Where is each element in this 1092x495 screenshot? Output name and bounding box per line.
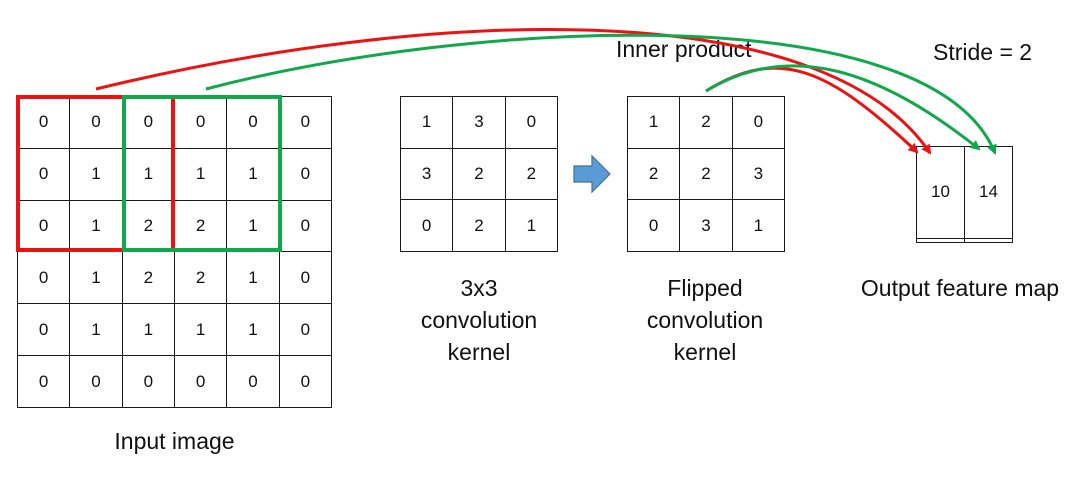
output-cell: 10 bbox=[916, 146, 965, 239]
flipped-kernel-row: 0 3 1 bbox=[626, 199, 786, 252]
kernel-row: 3 2 2 bbox=[399, 147, 559, 201]
output-cell bbox=[964, 237, 1013, 244]
kernel-row: 1 3 0 bbox=[399, 96, 559, 149]
first-window-highlight bbox=[16, 95, 175, 252]
input-cell: 0 bbox=[278, 147, 333, 201]
input-cell: 1 bbox=[226, 251, 280, 305]
input-image-caption: Input image bbox=[114, 428, 235, 454]
input-cell: 0 bbox=[121, 355, 175, 408]
output-map-body: 10 14 bbox=[916, 146, 1013, 244]
flipped-kernel-cell: 0 bbox=[626, 199, 681, 252]
kernel-cell: 1 bbox=[399, 96, 454, 149]
input-cell: 1 bbox=[173, 303, 228, 357]
input-cell: 0 bbox=[16, 199, 71, 253]
input-cell: 1 bbox=[69, 303, 123, 357]
kernel-caption-line: kernel bbox=[447, 339, 511, 365]
input-cell: 1 bbox=[226, 303, 280, 357]
flipped-kernel-grid: 1 2 0 2 2 3 0 3 1 bbox=[626, 96, 786, 252]
output-row: 10 14 bbox=[916, 146, 1013, 239]
kernel-cell: 3 bbox=[399, 147, 454, 201]
input-cell: 0 bbox=[16, 355, 71, 408]
flipped-kernel-cell: 1 bbox=[731, 199, 786, 252]
flipped-kernel-row: 1 2 0 bbox=[626, 96, 786, 149]
input-cell: 1 bbox=[121, 303, 175, 357]
input-row: 0 0 0 0 0 0 bbox=[16, 355, 333, 408]
input-cell: 1 bbox=[69, 251, 123, 305]
input-cell: 2 bbox=[173, 199, 228, 253]
input-cell: 0 bbox=[173, 355, 228, 408]
input-cell: 0 bbox=[16, 303, 71, 357]
flipped-kernel-cell: 0 bbox=[731, 96, 786, 149]
output-map-grid: 10 14 bbox=[916, 146, 1013, 244]
flipped-kernel-caption: Flipped convolution kernel bbox=[615, 272, 795, 368]
second-window-highlight bbox=[122, 95, 282, 252]
kernel-caption-line: 3x3 bbox=[460, 275, 498, 301]
input-cell: 2 bbox=[121, 251, 175, 305]
kernel-cell: 2 bbox=[452, 147, 506, 201]
kernel-cell: 1 bbox=[504, 199, 559, 252]
output-cell: 14 bbox=[964, 146, 1013, 239]
flipped-kernel-body: 1 2 0 2 2 3 0 3 1 bbox=[626, 96, 786, 252]
kernel-row: 0 2 1 bbox=[399, 199, 559, 252]
input-cell: 0 bbox=[278, 199, 333, 253]
kernel-caption: 3x3 convolution kernel bbox=[400, 272, 558, 368]
flipped-kernel-cell: 1 bbox=[626, 96, 681, 149]
input-cell: 0 bbox=[278, 303, 333, 357]
flipped-kernel-caption-line: kernel bbox=[673, 339, 737, 365]
input-cell: 0 bbox=[226, 355, 280, 408]
kernel-cell: 3 bbox=[452, 96, 506, 149]
input-cell: 1 bbox=[226, 199, 280, 253]
input-row: 0 1 2 2 1 0 bbox=[16, 199, 333, 253]
input-row: 0 1 2 2 1 0 bbox=[16, 251, 333, 305]
flipped-kernel-caption-line: Flipped bbox=[667, 275, 743, 301]
kernel-cell: 2 bbox=[452, 199, 506, 252]
input-cell: 0 bbox=[69, 355, 123, 408]
flipped-kernel-cell: 3 bbox=[731, 147, 786, 201]
output-cell bbox=[916, 237, 965, 244]
input-cell: 1 bbox=[173, 147, 228, 201]
right-arrow-shape bbox=[573, 154, 611, 194]
flipped-kernel-cell: 2 bbox=[626, 147, 681, 201]
input-cell: 0 bbox=[278, 355, 333, 408]
kernel-cell: 2 bbox=[504, 147, 559, 201]
input-cell: 0 bbox=[278, 96, 333, 149]
inner-product-label: Inner product bbox=[616, 36, 752, 62]
input-cell: 2 bbox=[173, 251, 228, 305]
flipped-kernel-cell: 2 bbox=[679, 147, 733, 201]
input-cell: 2 bbox=[121, 199, 175, 253]
input-cell: 0 bbox=[16, 251, 71, 305]
flipped-kernel-caption-line: convolution bbox=[646, 307, 764, 333]
kernel-grid: 1 3 0 3 2 2 0 2 1 bbox=[399, 96, 559, 252]
input-cell: 0 bbox=[278, 251, 333, 305]
kernel-cell: 0 bbox=[504, 96, 559, 149]
kernel-cell: 0 bbox=[399, 199, 454, 252]
flipped-kernel-cell: 2 bbox=[679, 96, 733, 149]
input-row: 0 1 1 1 1 0 bbox=[16, 303, 333, 357]
output-map-caption: Output feature map bbox=[860, 275, 1060, 301]
flipped-kernel-cell: 3 bbox=[679, 199, 733, 252]
flipped-kernel-row: 2 2 3 bbox=[626, 147, 786, 201]
stride-label: Stride = 2 bbox=[933, 39, 1033, 65]
kernel-body: 1 3 0 3 2 2 0 2 1 bbox=[399, 96, 559, 252]
kernel-caption-line: convolution bbox=[420, 307, 538, 333]
output-row bbox=[916, 237, 1013, 244]
